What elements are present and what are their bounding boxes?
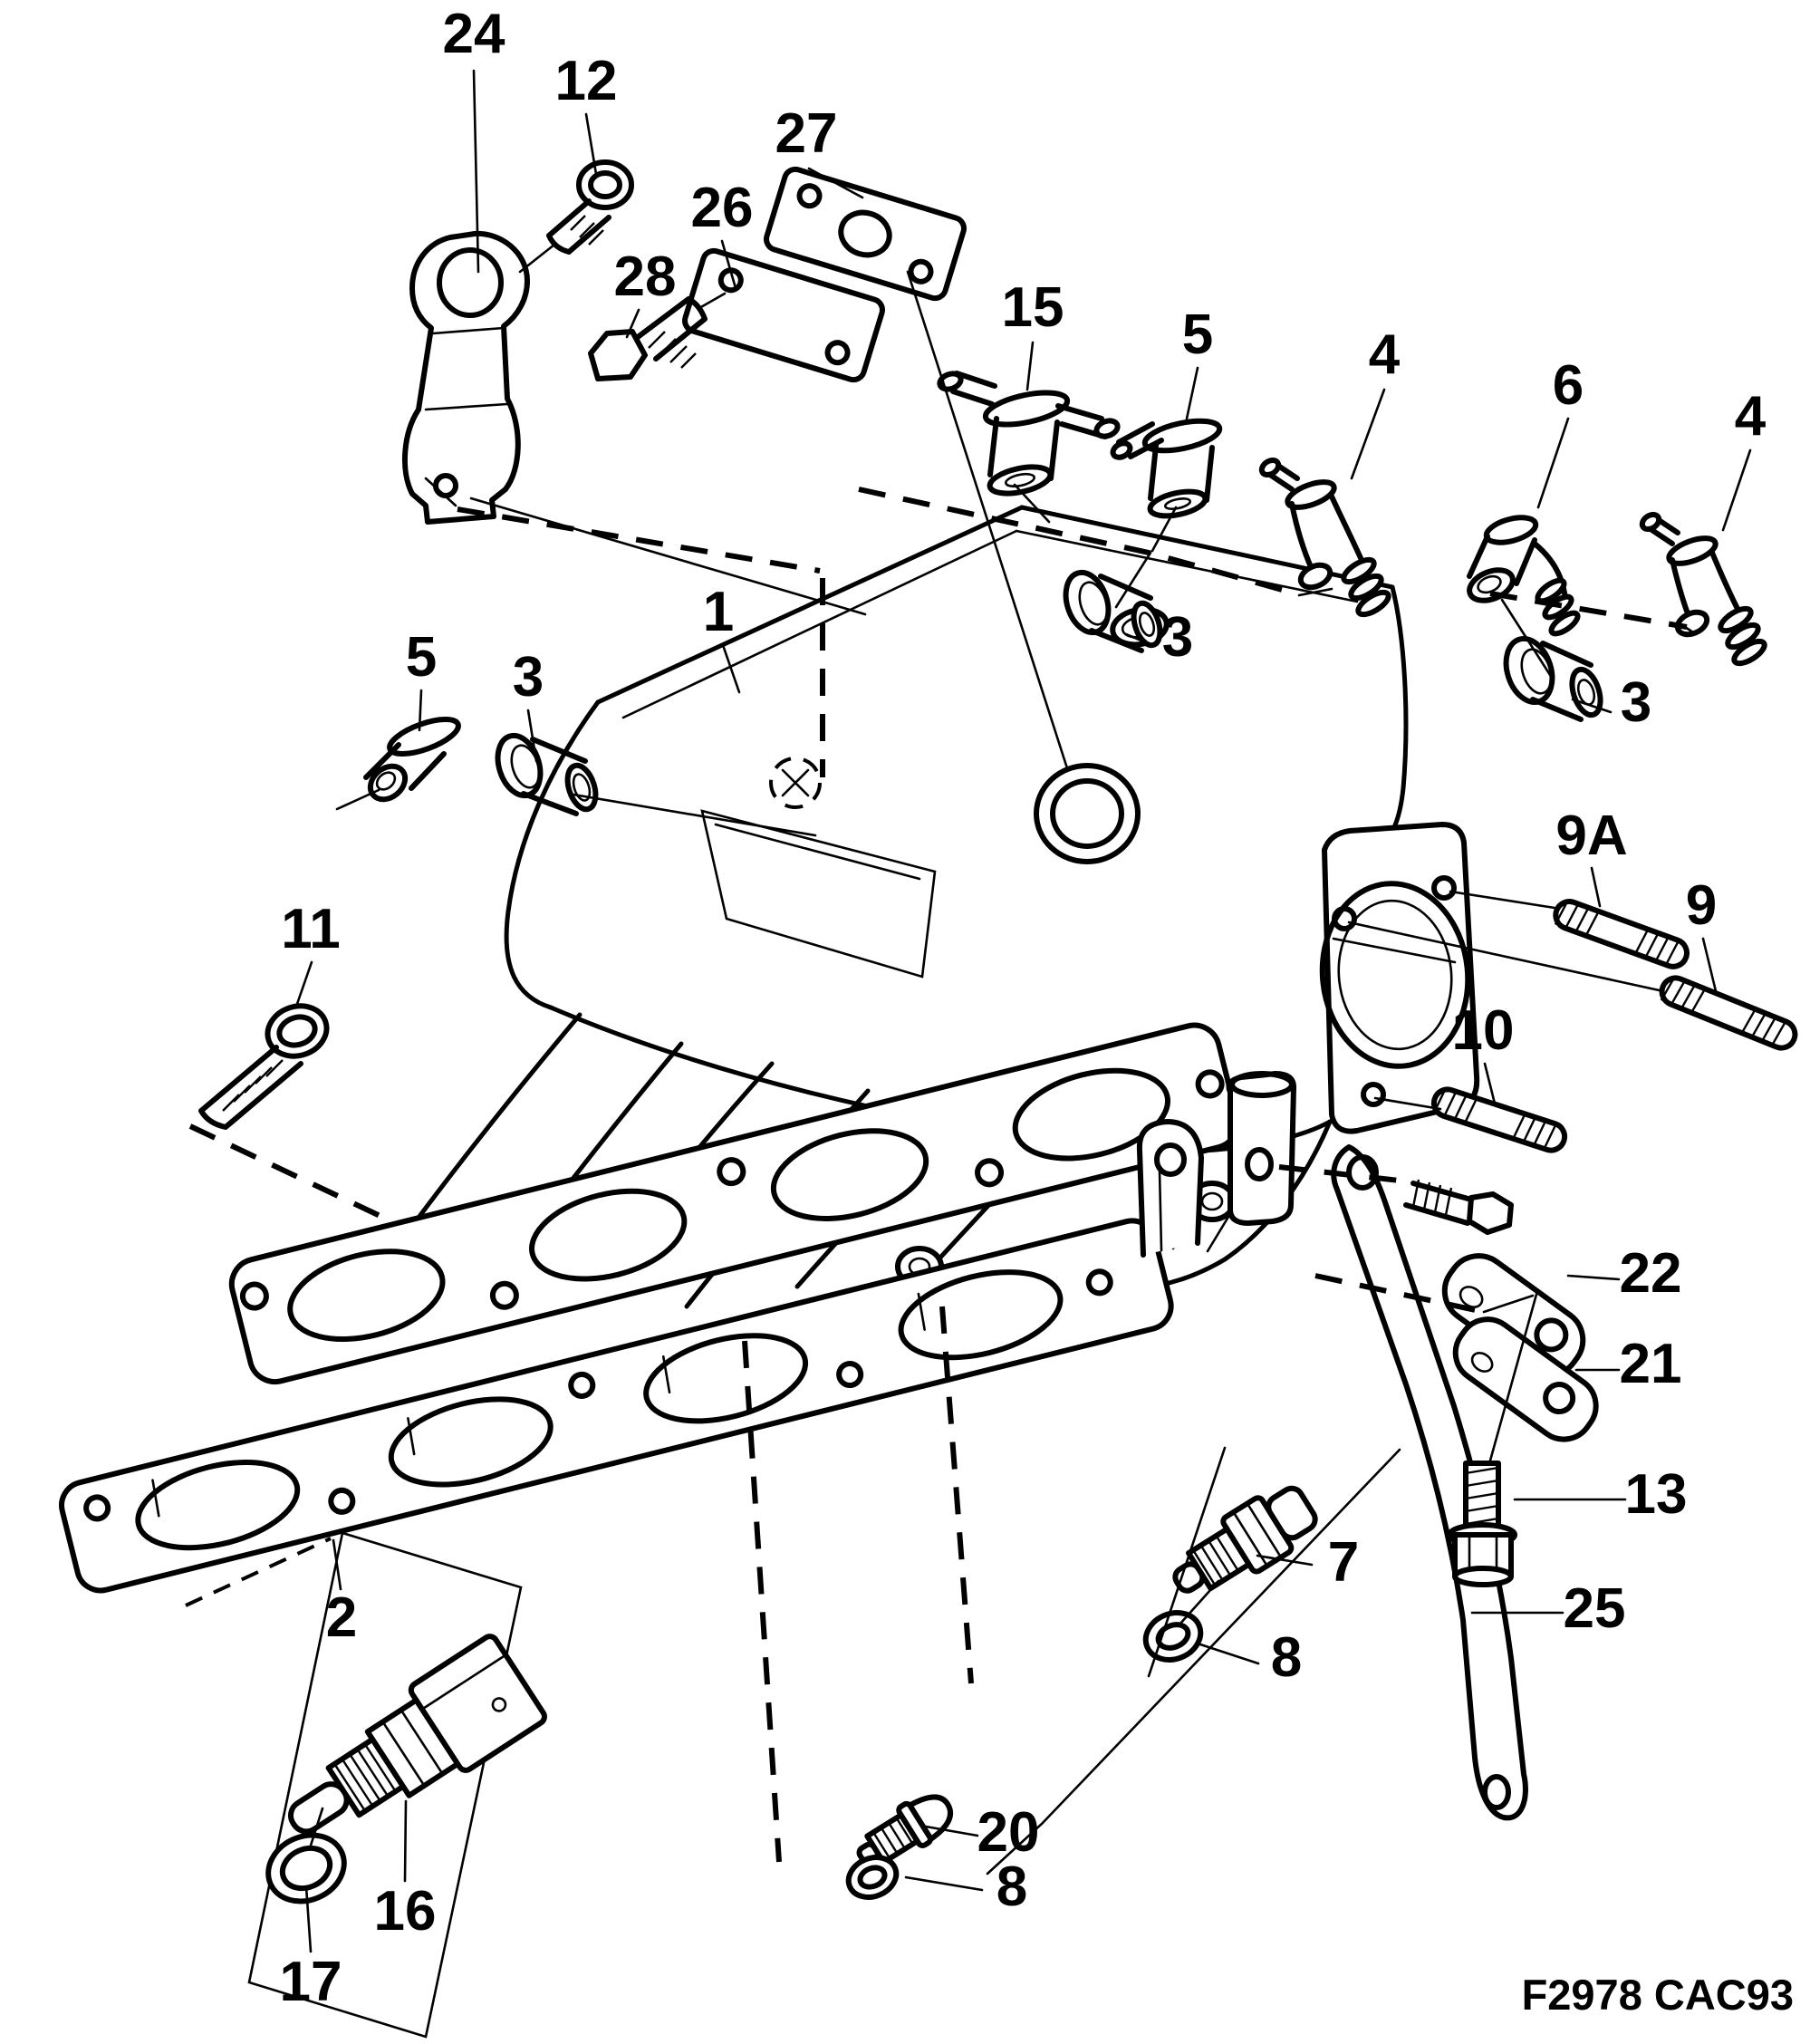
section-sheet [185,1531,523,2039]
washer-8a-drawing [1142,1610,1204,1663]
grommet-3-center [1063,569,1163,653]
callout-5a: 5 [1182,304,1213,366]
bracket-24-drawing [402,230,530,525]
sensor-7-drawing [1172,1485,1318,1594]
callout-1: 1 [703,581,734,643]
fitting-5-left-drawing [335,717,461,811]
washer-17-drawing [265,1832,347,1904]
fitting-15-drawing [937,371,1121,497]
callout-21: 21 [1620,1333,1682,1395]
bolt-12-drawing [518,159,634,274]
stay-boss [1226,1071,1296,1226]
callout-10: 10 [1452,999,1515,1062]
leader-lines [295,69,1752,1953]
figure-code: F2978 CAC93 [1522,1971,1794,2019]
callout-8b: 8 [996,1856,1027,1918]
support-lug [1136,1119,1204,1258]
plate-27-drawing [764,166,967,302]
plate-21-drawing [1452,1316,1599,1442]
grommet-3-left [495,732,599,816]
stud-9a [1553,899,1690,969]
callout-3b: 3 [1162,606,1193,669]
washer-8b-drawing [845,1855,900,1900]
stay-25-drawing [1331,1144,1528,1821]
callout-7: 7 [1328,1531,1359,1594]
callout-25: 25 [1564,1577,1626,1640]
bolt-13-drawing [1447,1461,1517,1587]
callout-13: 13 [1625,1463,1688,1526]
stud-9 [1659,975,1798,1051]
dashed-lines [188,487,1688,1863]
callout-26: 26 [691,177,754,239]
manifold-flange-drawing [228,1022,1241,1385]
stud-10 [1430,1086,1568,1153]
callout-8a: 8 [1271,1626,1302,1689]
callout-20: 20 [977,1801,1040,1864]
sensor-16-drawing [288,1634,547,1835]
fitting-4a-drawing [1258,457,1391,618]
callout-11: 11 [281,898,341,960]
callout-2: 2 [326,1586,357,1649]
callout-27: 27 [775,102,838,165]
callout-3c: 3 [1621,671,1651,734]
callout-3a: 3 [513,646,544,709]
callout-4a: 4 [1369,323,1401,386]
callout-12: 12 [555,50,618,112]
fitting-5-top-drawing [1110,418,1223,519]
callout-22: 22 [1620,1242,1682,1305]
plug-20-drawing [856,1794,954,1866]
throttle-flange-drawing [1319,822,1480,1134]
callout-15: 15 [1002,276,1064,339]
callout-9: 9 [1686,874,1717,937]
callout-17: 17 [280,1951,342,2013]
bolt-28-drawing [588,292,727,381]
callout-5b: 5 [406,626,437,689]
callout-28: 28 [614,246,677,308]
callout-6: 6 [1553,354,1584,417]
callout-24: 24 [443,3,505,65]
callout-16: 16 [374,1880,437,1943]
bolt-11-drawing [198,1003,330,1130]
fitting-6-drawing [1467,515,1581,637]
callouts: 24 12 27 26 28 15 5 4 6 4 1 5 3 3 3 9A 9… [280,3,1767,2013]
gasket-drawing [59,1218,1174,1594]
grommet-3-right [1503,635,1603,722]
assembly-axis-line [1488,1289,1539,1462]
stay-bolt [1403,1179,1514,1235]
callout-9a: 9A [1555,805,1627,867]
fitting-4b-drawing [1639,511,1767,667]
callout-4b: 4 [1735,385,1767,448]
